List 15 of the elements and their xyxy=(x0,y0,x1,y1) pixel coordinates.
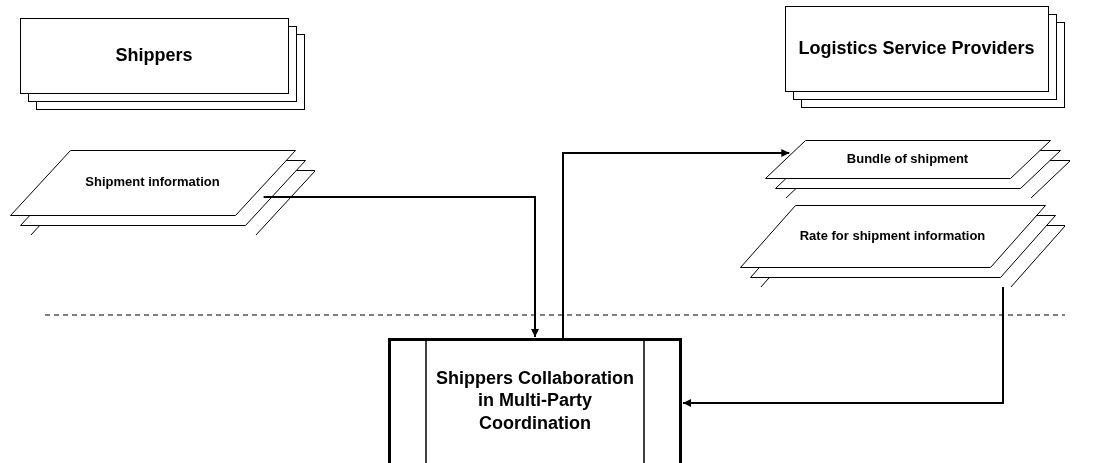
node-label: Shipment information xyxy=(85,174,220,191)
node-label: Logistics Service Providers xyxy=(798,37,1035,60)
node-label: Bundle of shipment xyxy=(846,150,969,168)
arrow xyxy=(262,196,539,338)
data-stack xyxy=(10,150,315,235)
node-label: Rate for shipment information xyxy=(799,227,986,245)
arrow xyxy=(562,149,791,339)
data-stack xyxy=(740,205,1065,287)
node-label: Shippers Collaboration in Multi-Party Coordination xyxy=(435,366,635,435)
data-stack xyxy=(765,140,1070,198)
node-label: Shippers xyxy=(115,44,193,67)
document-stack xyxy=(785,6,1065,108)
document-stack xyxy=(20,18,305,110)
arrow xyxy=(682,286,1004,407)
predefined-process-box xyxy=(388,338,682,463)
